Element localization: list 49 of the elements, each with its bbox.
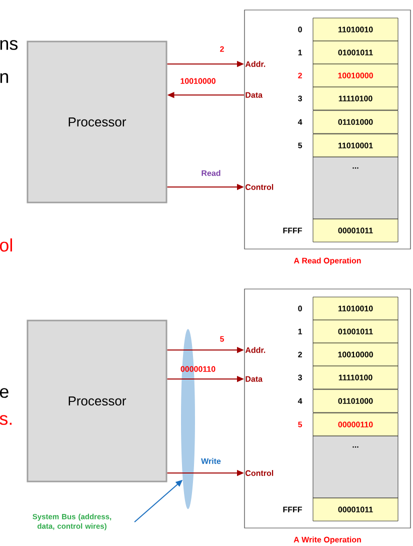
address-label: 5 (298, 422, 302, 428)
memory-cell: 11110100 (312, 366, 398, 390)
edge-label: 5 (220, 336, 224, 342)
edge-label: Read (202, 170, 220, 176)
memory-cell: 00001011 (312, 218, 398, 242)
node-label: A Read Operation (294, 258, 361, 266)
memory-cell: 01001011 (312, 40, 398, 64)
text-fragment: n (0, 73, 8, 83)
node-label: A Write Operation (294, 536, 361, 544)
address-label: 2 (298, 72, 302, 78)
address-label: 1 (298, 328, 302, 334)
memory-cell: 11010001 (312, 134, 398, 158)
address-label: FFFF (283, 228, 302, 234)
port-label: Control (246, 184, 274, 190)
memory-cell: 01001011 (312, 320, 398, 344)
port-label: Data (246, 376, 263, 382)
memory-cell: 01101000 (312, 389, 398, 413)
memory-cell: ... (312, 436, 398, 498)
memory-cell: 11010010 (312, 296, 398, 320)
memory-cell: 01101000 (312, 110, 398, 134)
port-label: Addr. (245, 61, 266, 67)
address-label: 4 (298, 119, 302, 125)
address-label: 3 (298, 374, 302, 380)
address-label: 0 (298, 306, 302, 312)
text-fragment: ol (0, 238, 12, 252)
port-label: Addr. (245, 347, 266, 353)
processor-box: Processor (26, 40, 168, 204)
address-label: 4 (298, 398, 302, 404)
address-label: 0 (298, 26, 302, 32)
memory-cell: 00001011 (312, 498, 398, 522)
edge-label: Write (201, 458, 221, 464)
address-label: 2 (298, 352, 302, 358)
processor-box: Processor (26, 320, 168, 482)
memory-cell: 00000110 (312, 412, 398, 436)
address-label: 1 (298, 50, 302, 56)
address-label: 3 (298, 96, 302, 102)
memory-cell: ... (312, 156, 398, 220)
port-label: Data (246, 92, 263, 98)
edge-label: 2 (220, 46, 224, 52)
edge-label: 00000110 (180, 366, 216, 372)
memory-cell: 10010000 (312, 342, 398, 366)
edge-label: 10010000 (180, 78, 216, 84)
memory-cell: 11110100 (312, 86, 398, 110)
text-fragment: e (0, 388, 8, 398)
address-label: FFFF (283, 506, 302, 512)
port-label: Control (246, 470, 274, 476)
memory-cell: 10010000 (312, 64, 398, 88)
memory-cell: 11010010 (312, 18, 398, 42)
address-label: 5 (298, 142, 302, 148)
